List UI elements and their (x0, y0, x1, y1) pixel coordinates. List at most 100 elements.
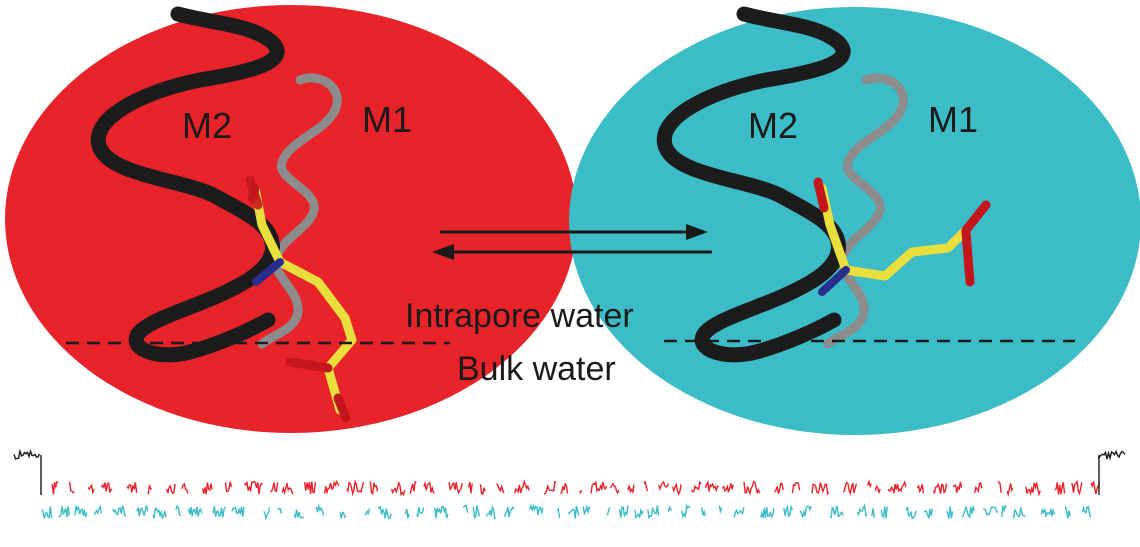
trace-open-segment (733, 507, 745, 518)
trace-closed-segment (721, 483, 734, 493)
trace-open-segment (1012, 507, 1026, 519)
right-m1-helix (823, 73, 908, 349)
trace-closed-segment (743, 480, 761, 496)
trace-open-segment (556, 507, 561, 518)
trace-open-segment (905, 506, 918, 520)
intrapore-water-label: Intrapore water (405, 297, 634, 335)
right-structure: M2 M1 (656, 6, 991, 363)
trace-closed-segment (423, 481, 435, 494)
trace-open-segment (231, 506, 245, 517)
trace-open-segment (634, 507, 644, 520)
trace-closed-segment (974, 481, 983, 494)
trace-closed-segment (270, 482, 279, 493)
trace-open-segment (152, 507, 167, 520)
left-m1-helix (257, 73, 342, 349)
trace-closed-segment (672, 482, 682, 496)
trace-closed-segment (609, 482, 620, 495)
trace-open-segment (263, 507, 271, 521)
trace-open-segment (377, 505, 392, 520)
trace-baseline-segment (13, 448, 41, 460)
trace-open-segment (415, 506, 425, 518)
trace-closed-segment (690, 480, 702, 493)
trace-closed-segment (1054, 482, 1066, 495)
trace-open-segment (41, 506, 53, 519)
bulk-water-label: Bulk water (457, 350, 616, 388)
trace-open-segment (93, 504, 103, 516)
trace-closed-segment (1025, 482, 1041, 497)
trace-closed-segment (704, 479, 719, 493)
left-m2-label: M2 (182, 105, 232, 146)
trace-open-segment (618, 505, 629, 518)
water-boundary: Intrapore water Bulk water (66, 297, 1075, 388)
trace-open-segment (961, 504, 976, 519)
trace-closed-segment (409, 481, 417, 494)
trace-closed-segment (369, 481, 379, 495)
trace-open-segment (529, 503, 544, 516)
trace-closed-segment (874, 484, 881, 495)
trace-closed-segment (643, 480, 649, 492)
right-m2-helix (656, 6, 851, 363)
trace-open-segment (57, 506, 70, 518)
trace-closed-segment (842, 481, 858, 496)
equilibrium-arrows-icon (432, 224, 712, 260)
trace-closed-segment (560, 482, 569, 495)
trace-closed-segment (627, 484, 635, 495)
trace-closed-segment (997, 480, 1002, 493)
trace-open-segment (503, 505, 515, 518)
trace-open-segment (681, 503, 691, 519)
trace-open-segment (339, 511, 347, 519)
trace-open-segment (799, 505, 812, 520)
trace-open-segment (701, 507, 707, 517)
trace-open-segment (293, 509, 305, 520)
trace-closed-segment (126, 482, 138, 493)
trace-open-segment (567, 505, 580, 519)
trace-closed-segment (303, 481, 317, 494)
trace-closed-segment (774, 482, 784, 494)
trace-open-segment (472, 505, 481, 519)
trace-open-segment (175, 504, 182, 517)
trace-closed-segment (867, 479, 872, 489)
trace-closed-segment (791, 481, 801, 494)
trace-closed-segment (87, 483, 95, 496)
right-state-ellipse (569, 7, 1140, 435)
trace-closed-segment (579, 490, 583, 494)
trace-closed-segment (916, 484, 925, 494)
trace-open-segment (718, 505, 723, 515)
trace-closed-segment (1006, 483, 1014, 497)
left-m1-label: M1 (362, 99, 412, 140)
left-m2-helix (90, 6, 285, 363)
trace-closed-segment (479, 484, 486, 496)
trace-open-segment (136, 505, 149, 517)
trace-closed-segment (390, 480, 406, 497)
right-glutamate-sidechain (813, 177, 991, 296)
trace-closed-segment (887, 480, 907, 495)
trace-open-segment (404, 508, 410, 519)
trace-closed-segment (51, 480, 59, 495)
trace-open-segment (923, 508, 934, 519)
trace-open-segment (760, 507, 775, 519)
trace-closed-segment (658, 480, 670, 491)
trace-open-segment (1001, 504, 1007, 517)
trace-open-segment (364, 508, 371, 516)
trace-open-segment (1064, 505, 1071, 519)
trace-open-segment (871, 508, 875, 518)
trace-open-segment (856, 503, 868, 517)
state-trace (13, 448, 1126, 521)
trace-open-segment (667, 505, 673, 512)
trace-closed-segment (952, 481, 963, 493)
trace-closed-segment (1090, 481, 1101, 495)
trace-closed-segment (201, 482, 213, 495)
left-glutamate-sidechain (245, 175, 357, 423)
right-m2-label: M2 (748, 105, 798, 146)
trace-open-segment (1081, 505, 1092, 518)
trace-baseline-segment (1097, 449, 1126, 461)
trace-closed-segment (181, 482, 189, 494)
trace-closed-segment (932, 482, 948, 495)
trace-open-segment (880, 506, 888, 519)
trace-open-segment (485, 504, 497, 520)
trace-open-segment (606, 507, 611, 516)
right-m1-label: M1 (928, 99, 978, 140)
trace-open-segment (829, 505, 844, 519)
trace-open-segment (277, 507, 283, 514)
